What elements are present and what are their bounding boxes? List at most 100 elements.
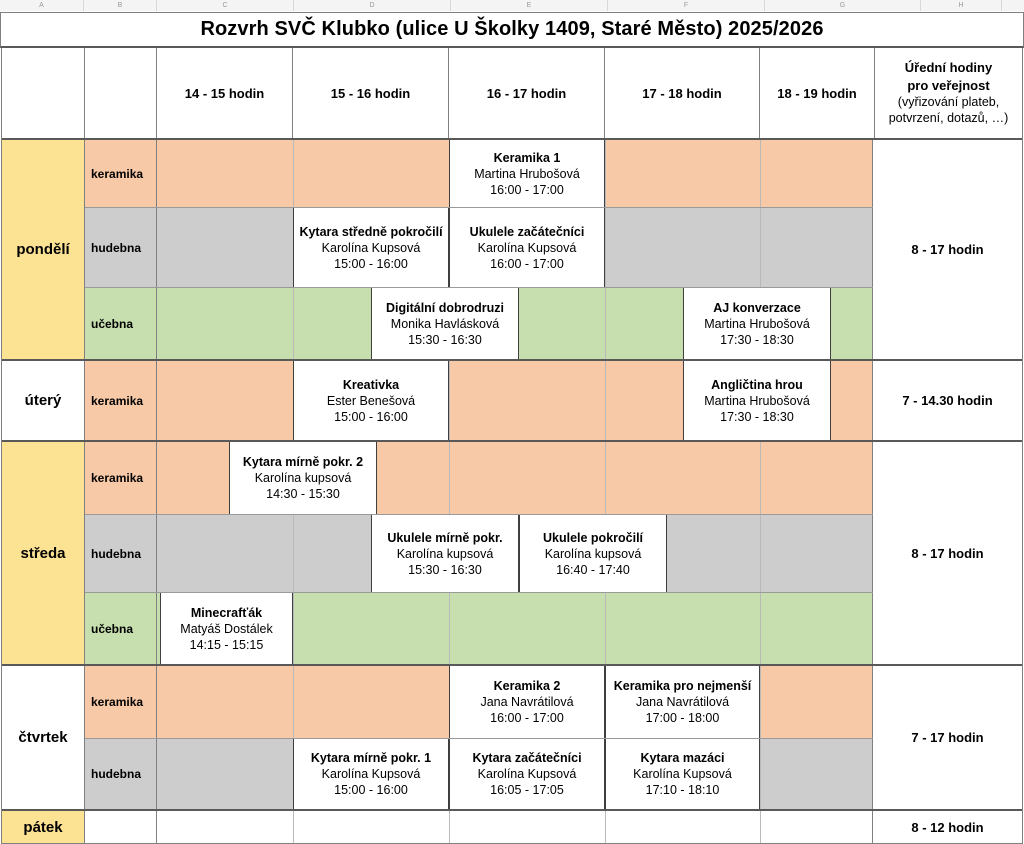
class-name: Keramika pro nejmenší [613, 679, 752, 693]
sheet-column-letter[interactable]: A [0, 0, 84, 11]
day-name-text: středa [20, 544, 66, 562]
office-header-line2: pro veřejnost [907, 77, 990, 93]
hour-gridline [449, 442, 450, 514]
room-name-text: keramika [91, 695, 144, 709]
room-label: učebna [85, 288, 157, 359]
class-name: Keramika 1 [493, 150, 561, 165]
hour-gridline [293, 288, 294, 359]
class-teacher: Karolína kupsová [254, 471, 352, 485]
hour-gridline [760, 593, 761, 664]
day-label-pondělí: pondělí [2, 140, 85, 359]
header-corner-room [85, 48, 157, 138]
room-label: keramika [85, 140, 157, 207]
hour-gridline [293, 666, 294, 738]
class-time: 17:30 - 18:30 [720, 409, 794, 424]
class-teacher: Karolína Kupsová [477, 240, 577, 255]
day-block-středa: středa keramika Kytara mírně pokr. 2 Karolí… [2, 442, 1022, 666]
sheet-column-letter[interactable]: H [921, 0, 1002, 11]
room-name-text: keramika [91, 471, 144, 485]
day-name-text: úterý [24, 392, 62, 409]
hour-gridline [449, 361, 450, 440]
class-time: 14:15 - 15:15 [189, 637, 264, 652]
hour-gridline [605, 593, 606, 664]
room-label: hudebna [85, 515, 157, 592]
office-hours-text: 8 - 12 hodin [911, 819, 984, 835]
class-teacher: Jana Navrátilová [480, 695, 574, 709]
class-time: 17:00 - 18:00 [645, 711, 720, 725]
hour-gridline [605, 140, 606, 207]
office-hours-text: 8 - 17 hodin [911, 242, 984, 257]
class-name: Ukulele mírně pokr. [387, 530, 503, 545]
class-name: Kytara začátečníci [472, 751, 582, 765]
sheet-column-letter[interactable]: E [451, 0, 608, 11]
class-teacher: Karolína Kupsová [633, 767, 732, 781]
class-name: Kytara mírně pokr. 2 [242, 455, 364, 469]
day-label-pátek: pátek [2, 811, 85, 843]
room-row-keramika: keramika Keramika 2 Jana Navrátilová 16:00 … [85, 666, 873, 738]
office-hours-text: 8 - 17 hodin [911, 545, 984, 561]
sheet-column-letter[interactable]: I [1002, 0, 1024, 11]
hour-gridline [449, 593, 450, 664]
hour-gridline [293, 811, 294, 843]
hour-gridline [760, 515, 761, 592]
sheet-column-letter[interactable]: D [294, 0, 451, 11]
class-time: 16:00 - 17:00 [490, 711, 564, 725]
sheet-column-letter[interactable]: C [157, 0, 294, 11]
sheet-column-letter[interactable]: G [765, 0, 921, 11]
sheet-column-letter[interactable]: F [608, 0, 765, 11]
hour-gridline [605, 208, 606, 287]
hour-track [157, 811, 873, 843]
class-name: Kreativka [342, 377, 400, 392]
room-name-text: keramika [91, 166, 144, 181]
room-name-text: učebna [91, 621, 134, 636]
office-hours-text: 7 - 17 hodin [911, 730, 984, 745]
class-event[interactable]: Keramika 2 Jana Navrátilová 16:00 - 17:00 [449, 666, 605, 738]
class-teacher: Martina Hrubošová [704, 393, 810, 408]
room-name-text: keramika [91, 393, 144, 408]
class-time: 17:30 - 18:30 [720, 332, 794, 347]
room-name-text: učebna [91, 316, 134, 331]
day-room-rows [85, 811, 873, 843]
room-name-text: hudebna [91, 767, 141, 781]
class-teacher: Karolína kupsová [544, 546, 642, 561]
class-name: Ukulele pokročilí [542, 530, 644, 545]
office-header-line4: potvrzení, dotazů, …) [888, 111, 1009, 126]
hour-gridline [760, 140, 761, 207]
class-teacher: Karolína Kupsová [477, 767, 577, 781]
office-hours-cell-pondělí: 8 - 17 hodin [873, 140, 1022, 359]
sheet-column-letter[interactable]: B [84, 0, 157, 11]
class-name: Keramika 2 [493, 679, 561, 693]
